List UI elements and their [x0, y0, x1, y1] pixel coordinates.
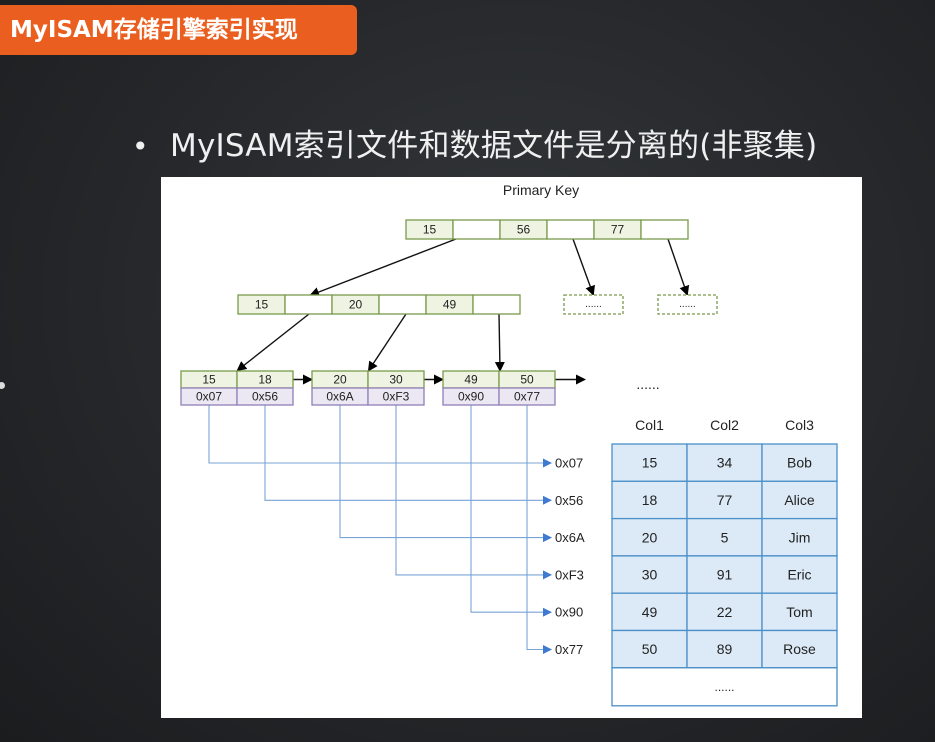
table-cell-value: Eric — [787, 567, 811, 583]
leaf-key-label: 20 — [333, 373, 347, 387]
leaf-address-cell — [236, 387, 294, 406]
leaf-key-label: 15 — [202, 373, 216, 387]
level2-key-label: 15 — [255, 298, 269, 312]
level2-pointer-cell — [472, 294, 521, 315]
data-pointer-label: 0x07 — [555, 456, 583, 471]
table-column-header: Col1 — [635, 417, 664, 433]
root-pointer-cell — [452, 219, 501, 240]
slide-title-badge: MyISAM存储引擎索引实现 — [0, 5, 357, 55]
table-cell-value: 18 — [642, 492, 658, 508]
leaf-address-label: 0x90 — [458, 390, 484, 404]
leaf-key-label: 50 — [520, 373, 534, 387]
data-pointer-line — [470, 405, 552, 617]
data-pointer-label: 0xF3 — [555, 567, 584, 582]
root-pointer-cell — [640, 219, 689, 240]
data-pointer-label: 0x90 — [555, 605, 583, 620]
table-cell-value: Tom — [786, 604, 812, 620]
bullet-text: MyISAM索引文件和数据文件是分离的(非聚集) — [170, 128, 818, 164]
primary-key-title: Primary Key — [503, 182, 579, 198]
leaf-address-label: 0xF3 — [383, 390, 410, 404]
table-cell-value: 34 — [717, 455, 733, 471]
leaf-address-cell — [498, 387, 556, 406]
root-key-label: 77 — [611, 223, 625, 237]
data-pointer-label: 0x56 — [555, 493, 583, 508]
arrow-level2-to-leaf — [236, 313, 310, 372]
table-cell-value: 89 — [717, 641, 733, 657]
placeholder-label: ...... — [679, 299, 696, 310]
level2-key-label: 49 — [443, 298, 457, 312]
bullet-dot: • — [132, 130, 149, 163]
table-cell — [611, 443, 688, 482]
table-cell-value: Jim — [789, 529, 811, 545]
placeholder-label: ...... — [585, 299, 602, 310]
root-key-label: 56 — [517, 223, 531, 237]
leaf-address-label: 0x6A — [326, 390, 353, 404]
leaf-address-label: 0x07 — [196, 390, 222, 404]
leaf-key-label: 18 — [258, 373, 272, 387]
table-cell-value: Rose — [783, 641, 816, 657]
table-column-header: Col2 — [710, 417, 739, 433]
level2-pointer-cell — [284, 294, 333, 315]
table-cell-value: 91 — [717, 567, 733, 583]
arrow-level2-to-leaf — [367, 313, 407, 372]
arrow-root-to-placeholder — [572, 238, 595, 296]
table-cell — [761, 629, 838, 669]
root-key-label: 15 — [423, 223, 437, 237]
data-pointer-label: 0x6A — [555, 530, 585, 545]
data-pointer-line — [264, 405, 552, 505]
data-pointer-line — [395, 405, 552, 580]
data-pointer-label: 0x77 — [555, 642, 583, 657]
table-cell-value: Bob — [787, 455, 812, 471]
leaf-more-ellipsis: ...... — [636, 376, 659, 392]
table-cell-value: Alice — [784, 492, 815, 508]
table-cell-value: 77 — [717, 492, 733, 508]
table-cell — [686, 480, 763, 520]
table-column-header: Col3 — [785, 417, 814, 433]
arrow-root-to-placeholder — [667, 238, 690, 296]
table-cell-value: 5 — [721, 529, 729, 545]
root-pointer-cell — [546, 219, 595, 240]
level2-key-label: 20 — [349, 298, 363, 312]
table-more-ellipsis: ...... — [714, 680, 734, 694]
table-cell — [611, 592, 688, 632]
table-cell-value: 20 — [642, 529, 658, 545]
leaf-address-cell — [367, 387, 425, 406]
leaf-key-label: 49 — [464, 373, 478, 387]
diagram-panel: Primary Key 15 56 77 15 20 49............ 15 0x0… — [161, 177, 862, 718]
table-cell — [761, 592, 838, 632]
myisam-index-diagram: Primary Key 15 56 77 15 20 49............ 15 0x0… — [180, 182, 838, 707]
arrow-level2-to-leaf — [494, 313, 505, 372]
table-more-row — [611, 667, 838, 707]
bullet-point: • MyISAM索引文件和数据文件是分离的(非聚集) — [132, 126, 817, 167]
table-cell — [611, 480, 688, 520]
table-cell — [686, 592, 763, 632]
table-cell-value: 50 — [642, 641, 658, 657]
table-cell — [761, 555, 838, 594]
table-cell-value: 15 — [642, 455, 658, 471]
table-cell-value: 30 — [642, 567, 658, 583]
table-cell — [611, 629, 688, 669]
leaf-address-label: 0x56 — [252, 390, 278, 404]
placeholder-node — [657, 294, 718, 315]
data-pointer-line — [526, 405, 552, 654]
table-cell-value: 22 — [717, 604, 733, 620]
slide-edge-dot — [0, 382, 5, 389]
data-pointer-line — [339, 405, 552, 543]
data-pointer-line — [208, 405, 552, 468]
table-cell — [611, 555, 688, 594]
arrow-root-to-level2 — [309, 238, 457, 297]
leaf-address-label: 0x77 — [514, 390, 540, 404]
placeholder-node — [563, 294, 624, 315]
slide-title: MyISAM存储引擎索引实现 — [10, 17, 298, 43]
table-cell-value: 49 — [642, 604, 658, 620]
leaf-key-label: 30 — [389, 373, 403, 387]
level2-pointer-cell — [378, 294, 427, 315]
